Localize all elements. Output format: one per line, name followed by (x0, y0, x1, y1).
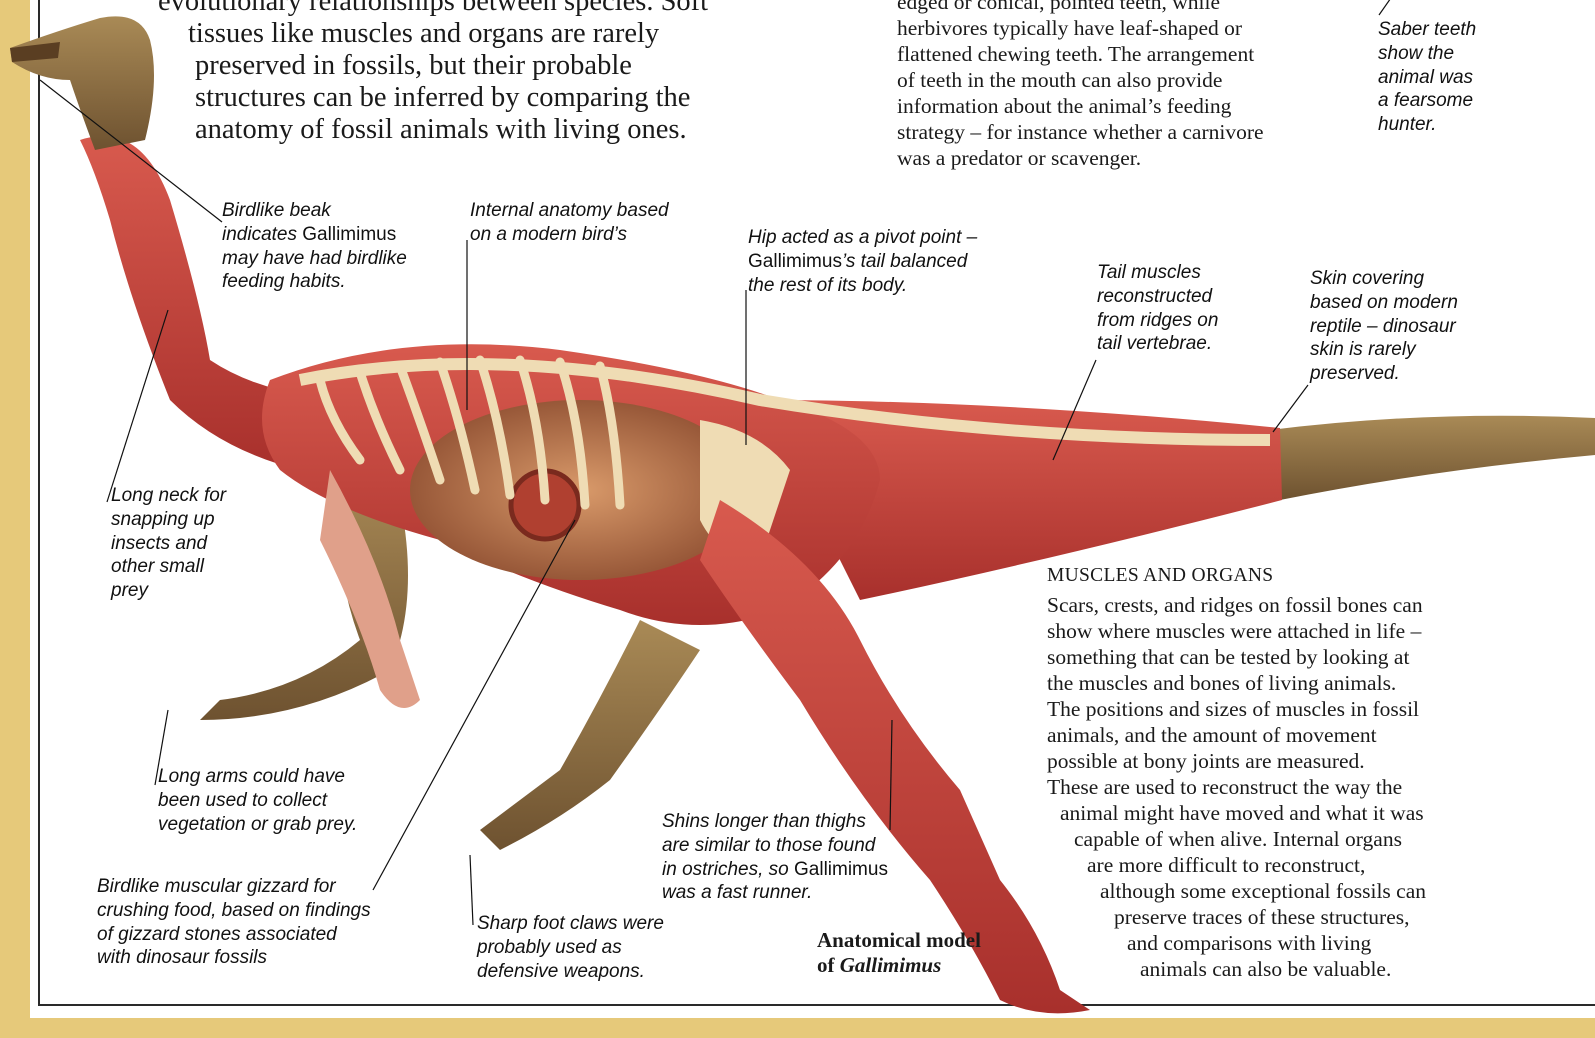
caption-shins: Shins longer than thighs are similar to … (662, 810, 888, 905)
caption-hip: Hip acted as a pivot point – Gallimimus’… (748, 226, 977, 297)
caption-tail-muscles: Tail muscles reconstructed from ridges o… (1097, 261, 1218, 356)
caption-arms: Long arms could have been used to collec… (158, 765, 357, 836)
head-shape (10, 16, 154, 150)
caption-skin: Skin covering based on modern reptile – … (1310, 267, 1458, 386)
caption-saber-teeth: Saber teeth show the animal was a fearso… (1378, 18, 1476, 137)
intro-line-5: anatomy of fossil animals with living on… (195, 114, 687, 146)
intro-line-4: structures can be inferred by comparing … (195, 82, 690, 114)
figure-title: Anatomical model of Gallimimus (817, 928, 981, 978)
caption-claws: Sharp foot claws were probably used as d… (477, 912, 664, 983)
tail-skin-shape (1270, 416, 1595, 500)
caption-neck: Long neck for snapping up insects and ot… (111, 484, 226, 603)
caption-beak: Birdlike beak indicates Gallimimus may h… (222, 199, 407, 294)
caption-gizzard: Birdlike muscular gizzard for crushing f… (97, 875, 371, 970)
section-heading-muscles-organs: MUSCLES AND ORGANS (1047, 565, 1273, 587)
intro-line-3: preserved in fossils, but their probable (195, 50, 632, 82)
caption-internal-anatomy: Internal anatomy based on a modern bird’… (470, 199, 669, 247)
intro-line-1: evolutionary relationships between speci… (158, 0, 708, 18)
intro-line-2: tissues like muscles and organs are rare… (188, 18, 659, 50)
